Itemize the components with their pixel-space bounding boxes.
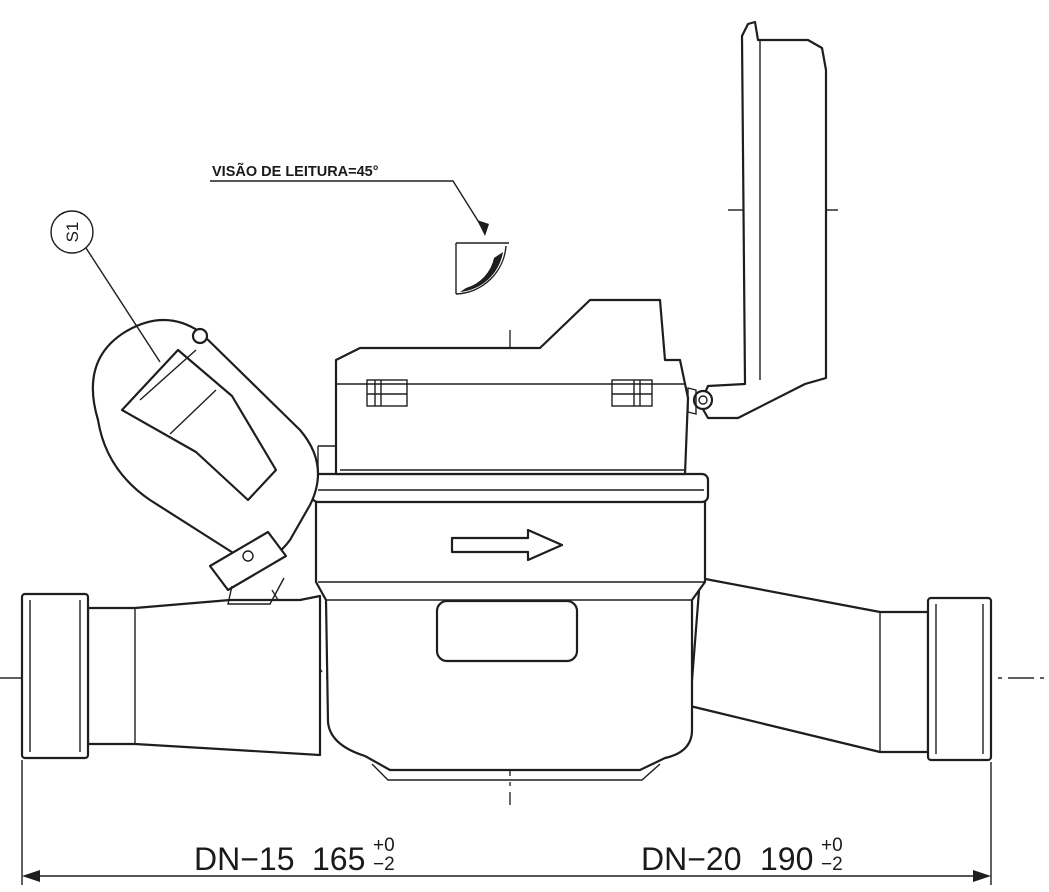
right-coupling-nut	[926, 596, 993, 762]
housing-window	[435, 599, 579, 663]
reading-view-label: VISÃO DE LEITURA=45°	[212, 162, 379, 180]
register-head	[334, 298, 690, 476]
seal-callout-label: S1	[63, 222, 82, 243]
seal-callout-circle	[50, 210, 94, 254]
seal-callout-leader	[85, 247, 161, 363]
dn15-tol-lower: −2	[373, 854, 395, 875]
seal-assembly	[91, 318, 336, 605]
dn15-tol-upper: +0	[373, 835, 395, 856]
dimension-dn15: DN−15 165 +0 −2	[194, 835, 395, 877]
seal-callout: S1	[50, 210, 161, 363]
pipe-body	[86, 576, 930, 757]
lid-hinge	[692, 389, 714, 411]
dn15-nominal: 165	[312, 841, 365, 877]
register-bolt-right	[611, 379, 653, 407]
dn20-nominal: 190	[760, 841, 813, 877]
dn20-tol-lower: −2	[821, 854, 843, 875]
meter-housing	[314, 498, 707, 781]
flow-direction-arrow	[450, 528, 564, 562]
dn20-tol-upper: +0	[821, 835, 843, 856]
dn20-prefix: DN−20	[641, 841, 742, 877]
overall-length-dimension: DN−15 165 +0 −2 DN−20 190 +0 −2	[21, 760, 992, 885]
reading-view-indicator: VISÃO DE LEITURA=45°	[210, 162, 509, 295]
register-bolt-left	[366, 379, 408, 407]
dimension-dn20: DN−20 190 +0 −2	[641, 835, 843, 877]
dn15-prefix: DN−15	[194, 841, 295, 877]
seal-clamp	[208, 445, 336, 605]
register-lid	[687, 20, 828, 420]
register-ring	[310, 472, 710, 504]
left-coupling-nut	[20, 592, 90, 760]
seal-ring	[191, 327, 209, 345]
